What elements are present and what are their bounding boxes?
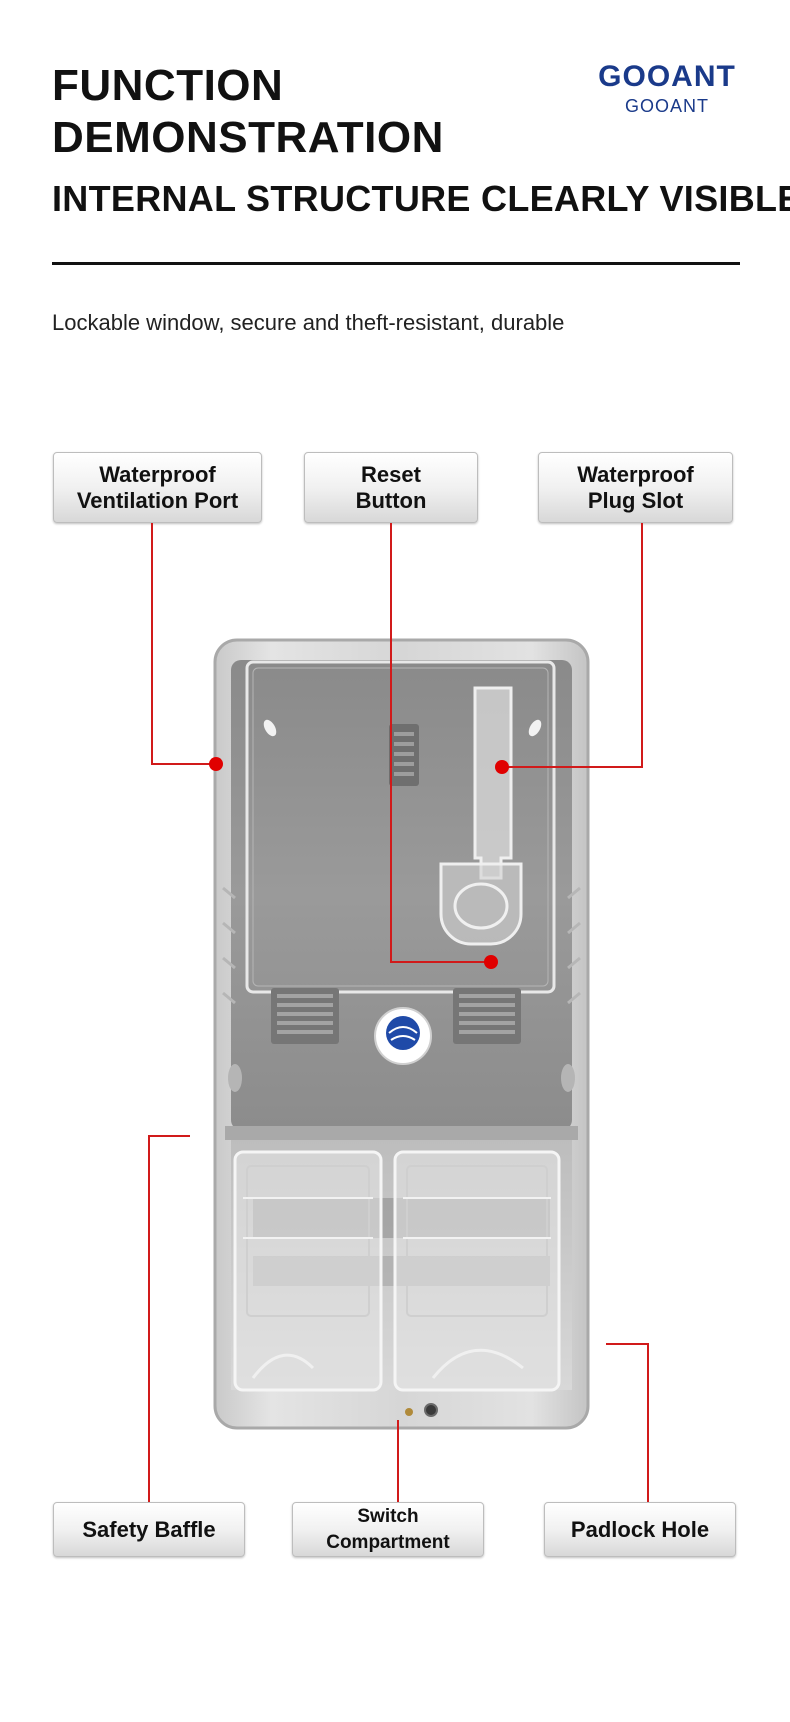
divider — [52, 262, 740, 265]
vent-grille-left — [271, 988, 339, 1044]
callout-line-ventilation — [151, 523, 216, 765]
meter-box-illustration — [213, 638, 590, 1430]
padlock-hole-detail — [424, 1403, 438, 1417]
safety-baffle-right — [393, 1150, 561, 1392]
divider-bar — [225, 1126, 578, 1140]
safety-baffle-left — [233, 1150, 383, 1392]
label-safety-baffle: Safety Baffle — [53, 1502, 245, 1557]
label-line: Waterproof — [99, 461, 216, 487]
callout-line-padlock — [606, 1343, 649, 1502]
title-line-1: FUNCTION — [52, 61, 284, 110]
mounting-hole — [263, 719, 277, 737]
label-line: Plug Slot — [587, 487, 684, 513]
label-reset-button: Reset Button — [304, 452, 478, 523]
label-waterproof-ventilation-port: Waterproof Ventilation Port — [53, 452, 262, 523]
brand-logo: GOOANT GOOANT — [592, 60, 742, 117]
label-line: Button — [355, 487, 427, 513]
label-line: Waterproof — [577, 461, 694, 487]
description-text: Lockable window, secure and theft-resist… — [52, 310, 565, 335]
callout-line-safety-baffle — [148, 1135, 190, 1502]
page-title: FUNCTION DEMONSTRATION — [52, 60, 444, 164]
label-line: Ventilation Port — [76, 487, 239, 513]
plug-slot-tube — [473, 686, 513, 880]
logo-brand-name: GOOANT — [624, 96, 709, 116]
label-padlock-hole: Padlock Hole — [544, 1502, 736, 1557]
label-waterproof-plug-slot: Waterproof Plug Slot — [538, 452, 733, 523]
logo-wordmark: GOOANT — [598, 60, 736, 93]
label-switch-compartment: Switch Compartment — [292, 1502, 484, 1557]
page-subtitle: INTERNAL STRUCTURE CLEARLY VISIBLE — [52, 178, 790, 219]
switch-screw — [405, 1408, 413, 1416]
vent-grille-right — [453, 988, 521, 1044]
label-line: Reset — [361, 461, 421, 487]
title-line-2: DEMONSTRATION — [52, 113, 444, 162]
